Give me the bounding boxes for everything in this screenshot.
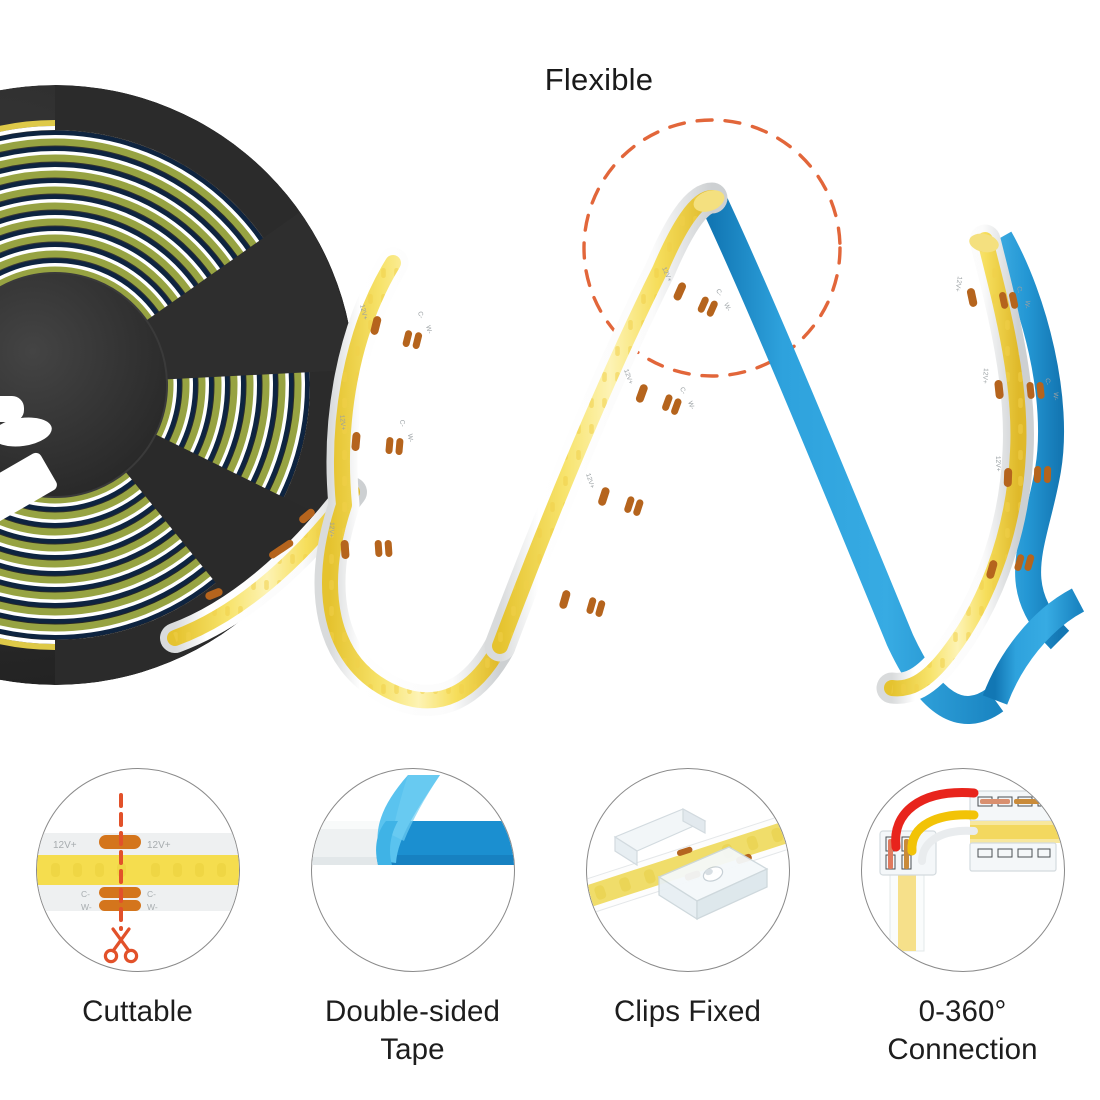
feature-label-connection: 0-360° Connection (887, 995, 1038, 1066)
feature-cuttable[interactable]: 12V+ 12V+ C- C- W- W- Cuttable (0, 768, 275, 1100)
feature-row: 12V+ 12V+ C- C- W- W- Cuttable (0, 768, 1100, 1100)
svg-text:12V+: 12V+ (981, 368, 989, 384)
svg-text:C-: C- (714, 288, 723, 297)
strip-wave-peak (484, 182, 1004, 724)
svg-text:C-: C- (398, 419, 406, 427)
svg-text:W-: W- (424, 325, 433, 335)
svg-text:C-: C- (1015, 286, 1023, 294)
strip-silkscreen-text: 12V+ 12V+ 12V+ C- W- C- W- 12V+ 12V+ 12V… (327, 266, 1059, 538)
svg-text:12V+: 12V+ (953, 276, 963, 293)
scissors-cut-line-icon: 12V+ 12V+ C- C- W- W- (36, 793, 239, 964)
flexible-callout-circle (582, 118, 842, 378)
label-c-right: C- (147, 889, 156, 899)
peeling-tape-icon (311, 775, 514, 865)
mounting-clip-icon (586, 801, 789, 926)
svg-text:W-: W- (722, 302, 732, 312)
feature-double-sided-tape[interactable]: Double-sided Tape (275, 768, 550, 1100)
strip-solder-pads (205, 282, 1052, 617)
reel-hub (0, 396, 57, 527)
feature-label-cuttable: Cuttable (82, 995, 193, 1028)
svg-text:W-: W- (406, 433, 414, 442)
svg-text:C-: C- (678, 386, 687, 395)
clips-fixed-badge (585, 768, 790, 972)
svg-text:12V+: 12V+ (622, 368, 634, 385)
cuttable-badge: 12V+ 12V+ C- C- W- W- (35, 768, 240, 972)
reel-flange (0, 85, 355, 685)
double-sided-tape-badge (310, 768, 515, 972)
feature-connection-0-360[interactable]: 0-360° Connection (825, 768, 1100, 1100)
feature-label-double-sided-tape: Double-sided Tape (324, 995, 501, 1066)
svg-text:12V+: 12V+ (584, 472, 596, 489)
svg-text:C-: C- (416, 311, 424, 319)
label-w-right: W- (147, 902, 158, 912)
connection-badge (860, 768, 1065, 972)
label-12v-right: 12V+ (147, 840, 171, 851)
svg-text:12V+: 12V+ (338, 414, 347, 430)
strip-wave-left (314, 247, 516, 716)
svg-text:12V+: 12V+ (994, 456, 1002, 472)
feature-clips-fixed[interactable]: Clips Fixed (550, 768, 825, 1100)
label-12v-left: 12V+ (53, 840, 77, 851)
hero-artwork: 12V+ 12V+ 12V+ C- W- C- W- 12V+ 12V+ 12V… (0, 85, 1085, 724)
svg-text:W-: W- (1051, 392, 1059, 401)
wire-connector-icon (878, 788, 1064, 952)
svg-text:W-: W- (1023, 300, 1031, 309)
svg-text:12V+: 12V+ (327, 522, 335, 538)
label-w-left: W- (81, 902, 92, 912)
hero-illustration: 12V+ 12V+ 12V+ C- W- C- W- 12V+ 12V+ 12V… (0, 62, 1085, 724)
strip-wave-right (876, 224, 1085, 705)
svg-text:C-: C- (1044, 378, 1051, 385)
label-c-left: C- (81, 889, 90, 899)
led-strip-reel (0, 85, 355, 685)
feature-label-clips-fixed: Clips Fixed (613, 995, 761, 1028)
reel-windings (0, 120, 320, 650)
svg-text:12V+: 12V+ (358, 304, 369, 321)
svg-text:W-: W- (686, 400, 695, 410)
